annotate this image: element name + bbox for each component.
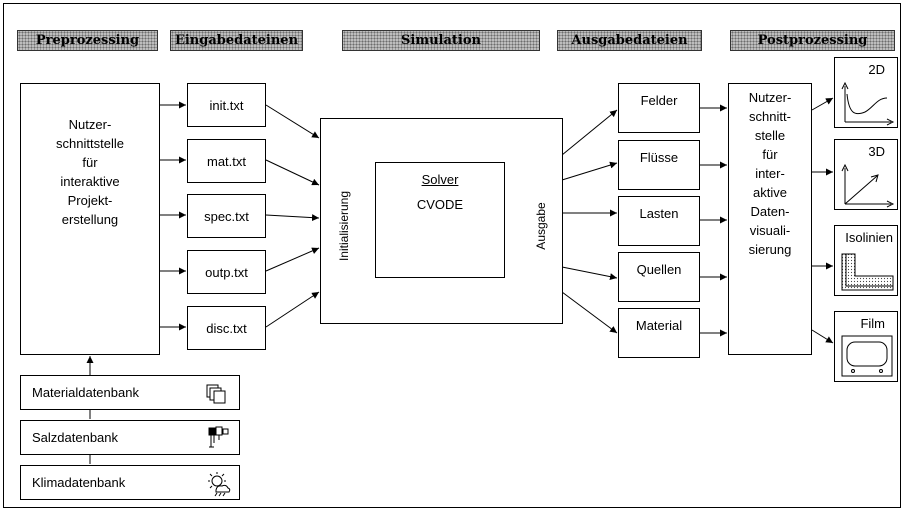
output-2d-box: 2D — [834, 57, 898, 128]
arrow-mat-sim — [265, 159, 320, 186]
output-2d-label: 2D — [868, 62, 885, 77]
output-3d-label: 3D — [868, 144, 885, 159]
arrow-post-2d — [811, 97, 834, 111]
database-salz-label: Salzdatenbank — [32, 430, 119, 445]
arrow-spec-sim — [265, 214, 320, 222]
salt-icon — [208, 426, 229, 448]
database-material-label: Materialdatenbank — [32, 385, 139, 400]
output-file-quellen: Quellen — [618, 252, 700, 302]
output-file-fluesse: Flüsse — [618, 140, 700, 190]
ausgabe-label: Ausgabe — [534, 202, 548, 250]
arrow-post-film — [811, 329, 834, 344]
stage-preprozessing: Preprozessing — [17, 30, 158, 51]
database-klima-label: Klimadatenbank — [32, 475, 126, 490]
database-material: Materialdatenbank — [20, 375, 240, 410]
stage-eingabedateinen: Eingabedateinen — [170, 30, 303, 51]
diagram-frame — [3, 3, 901, 508]
preprocessing-interface-text: Nutzer- schnittstelle für interaktive Pr… — [56, 116, 124, 227]
output-file-material: Material — [618, 308, 700, 358]
database-klima: Klimadatenbank — [20, 465, 240, 500]
arrow-sim-fluesse — [561, 161, 618, 181]
arrow-disc-sim — [265, 291, 320, 328]
output-isolinien-box: Isolinien — [834, 225, 898, 296]
postprocessing-interface-box: Nutzer- schnitt- stelle für inter- aktiv… — [728, 83, 812, 355]
output-file-material-label: Material — [635, 318, 683, 333]
input-file-spec: spec.txt — [187, 194, 266, 238]
input-file-outp: outp.txt — [187, 250, 266, 294]
output-film-box: Film — [834, 311, 898, 382]
arrow-sim-material — [561, 291, 618, 334]
weather-icon — [208, 472, 231, 497]
output-film-label: Film — [860, 316, 885, 331]
stage-postprozessing: Postprozessing — [730, 30, 895, 51]
output-file-fluesse-label: Flüsse — [639, 150, 679, 165]
output-file-lasten-label: Lasten — [639, 206, 679, 221]
isolines-icon — [841, 253, 894, 291]
postprocessing-interface-text: Nutzer- schnitt- stelle für inter- aktiv… — [748, 90, 792, 257]
initialisierung-label: Initialisierung — [337, 190, 351, 262]
output-file-quellen-label: Quellen — [636, 262, 682, 277]
output-file-felder: Felder — [618, 83, 700, 133]
output-3d-box: 3D — [834, 139, 898, 210]
output-file-felder-label: Felder — [640, 93, 678, 108]
stage-ausgabedateien: Ausgabedateien — [557, 30, 702, 51]
preprocessing-interface-box: Nutzer- schnittstelle für interaktive Pr… — [20, 83, 160, 355]
monitor-icon — [841, 335, 893, 377]
plot-3d-icon — [841, 163, 895, 208]
solver-name: CVODE — [416, 197, 464, 212]
input-file-init: init.txt — [187, 83, 266, 127]
input-file-mat: mat.txt — [187, 139, 266, 183]
stage-simulation: Simulation — [342, 30, 540, 51]
arrow-outp-sim — [265, 247, 320, 272]
copy-icon — [206, 384, 226, 404]
arrow-init-sim — [265, 104, 320, 139]
output-isolinien-label: Isolinien — [845, 230, 893, 245]
arrow-sim-quellen — [561, 266, 618, 281]
input-file-disc: disc.txt — [187, 306, 266, 350]
solver-box: Solver CVODE — [375, 162, 505, 278]
solver-title: Solver — [421, 172, 459, 187]
output-file-lasten: Lasten — [618, 196, 700, 246]
plot-2d-icon — [841, 81, 895, 126]
arrow-sim-felder — [561, 109, 618, 156]
simulation-box: Initialisierung Ausgabe Solver CVODE — [320, 118, 563, 324]
database-salz: Salzdatenbank — [20, 420, 240, 455]
